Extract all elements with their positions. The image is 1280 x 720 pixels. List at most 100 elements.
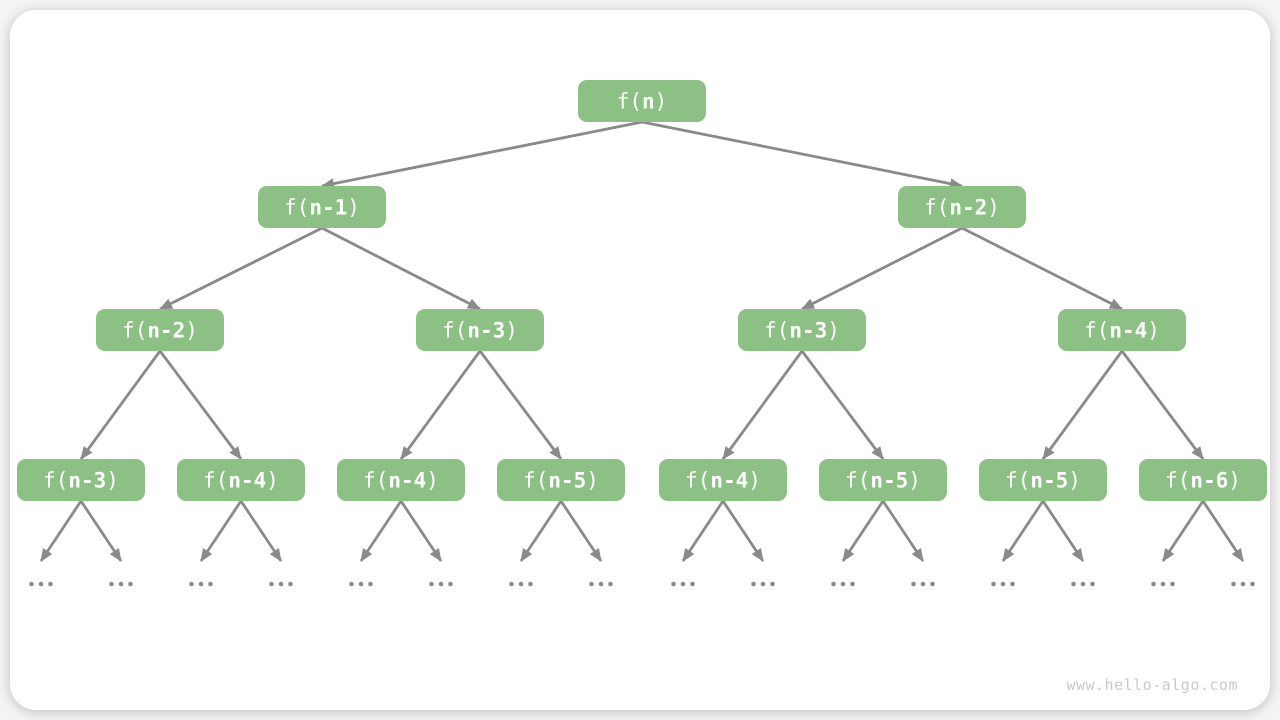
tree-node-label: f(n-2) [122, 319, 198, 343]
ellipsis-dot [1240, 581, 1246, 587]
ellipsis-dot [598, 581, 604, 587]
ellipsis-dot [671, 581, 676, 587]
tree-edge-arrow [881, 500, 925, 562]
tree-node: f(n-4) [1058, 309, 1186, 351]
ellipsis-dot [528, 581, 533, 587]
tree-node-box [659, 459, 787, 501]
ellipsis-dot [1071, 581, 1076, 587]
tree-node-box [416, 309, 544, 351]
ellipsis-dot [751, 581, 756, 587]
ellipsis-dot [269, 581, 274, 587]
tree-edge-arrow [159, 226, 323, 311]
tree-node-box [1139, 459, 1267, 501]
tree-node-box [177, 459, 305, 501]
tree-node: f(n-5) [979, 459, 1107, 501]
tree-edge-arrow [158, 350, 243, 460]
tree-edge-arrow [800, 350, 885, 460]
tree-edge-arrow [359, 500, 403, 562]
tree-node-label: f(n-5) [1005, 469, 1081, 493]
tree-node-box [497, 459, 625, 501]
ellipsis-dot [760, 581, 766, 587]
tree-node-label: f(n-4) [203, 469, 279, 493]
tree-node-box [258, 186, 386, 228]
ellipsis-dot [1080, 581, 1086, 587]
ellipsis-dot [358, 581, 364, 587]
ellipsis-dot [429, 581, 434, 587]
watermark: www.hello-algo.com [1066, 676, 1238, 694]
leaf-ellipsis [29, 581, 53, 587]
tree-node-box [337, 459, 465, 501]
ellipsis-dot [1250, 581, 1255, 587]
leaf-ellipsis [1151, 581, 1175, 587]
ellipsis-dot [189, 581, 194, 587]
ellipsis-dot [208, 581, 213, 587]
tree-edge-arrow [1120, 350, 1205, 460]
tree-node-label: f(n-4) [363, 469, 439, 493]
ellipsis-dot [770, 581, 775, 587]
tree-node-box [898, 186, 1026, 228]
tree-node: f(n-3) [738, 309, 866, 351]
leaf-ellipsis [109, 581, 133, 587]
ellipsis-dot [831, 581, 836, 587]
ellipsis-dot [128, 581, 133, 587]
tree-edge-arrow [801, 226, 963, 311]
tree-node-label: f(n-3) [43, 469, 119, 493]
tree-edge-arrow [199, 500, 243, 562]
tree-node: f(n-5) [497, 459, 625, 501]
tree-node: f(n-4) [659, 459, 787, 501]
ellipsis-dot [109, 581, 114, 587]
tree-edge-arrow [79, 500, 123, 562]
ellipsis-dot [29, 581, 34, 587]
tree-edge-arrow [239, 500, 283, 562]
tree-edge-arrow [399, 350, 482, 460]
ellipsis-dot [278, 581, 284, 587]
tree-node: f(n-3) [17, 459, 145, 501]
leaf-ellipsis [589, 581, 613, 587]
tree-node-box [738, 309, 866, 351]
tree-edge-arrow [641, 120, 963, 190]
ellipsis-dot [608, 581, 613, 587]
tree-node: f(n) [578, 80, 706, 122]
tree-node: f(n-2) [96, 309, 224, 351]
leaf-ellipsis [911, 581, 935, 587]
leaf-ellipsis [1231, 581, 1255, 587]
tree-node: f(n-1) [258, 186, 386, 228]
tree-node-label: f(n-3) [764, 319, 840, 343]
ellipsis-dot [438, 581, 444, 587]
tree-node-box [819, 459, 947, 501]
ellipsis-dot [1090, 581, 1095, 587]
tree-edge-arrow [721, 350, 804, 460]
tree-edge-arrow [1001, 500, 1045, 562]
ellipsis-dot [1151, 581, 1156, 587]
ellipsis-dot [118, 581, 124, 587]
tree-edge-arrow [559, 500, 603, 562]
tree-edge-arrow [681, 500, 725, 562]
ellipsis-dot [1010, 581, 1015, 587]
leaf-ellipsis [269, 581, 293, 587]
ellipsis-dot [589, 581, 594, 587]
canvas-card [10, 10, 1270, 710]
leaf-ellipsis [751, 581, 775, 587]
tree-node: f(n-4) [337, 459, 465, 501]
tree-edge-arrow [321, 120, 643, 190]
ellipsis-dot [288, 581, 293, 587]
tree-node-label: f(n-4) [1084, 319, 1160, 343]
leaf-ellipsis [189, 581, 213, 587]
tree-node-label: f(n-6) [1165, 469, 1241, 493]
tree-edge-arrow [841, 500, 885, 562]
tree-edge-arrow [721, 500, 765, 562]
ellipsis-dot [1160, 581, 1166, 587]
tree-node-label: f(n) [617, 90, 668, 114]
ellipsis-dot [509, 581, 514, 587]
ellipsis-dot [911, 581, 916, 587]
tree-node-label: f(n-2) [924, 196, 1000, 220]
tree-node-box [979, 459, 1107, 501]
ellipsis-dot [991, 581, 996, 587]
tree-node-label: f(n-4) [685, 469, 761, 493]
ellipsis-dot [48, 581, 53, 587]
tree-edge-arrow [1201, 500, 1245, 562]
tree-node: f(n-5) [819, 459, 947, 501]
tree-node: f(n-3) [416, 309, 544, 351]
